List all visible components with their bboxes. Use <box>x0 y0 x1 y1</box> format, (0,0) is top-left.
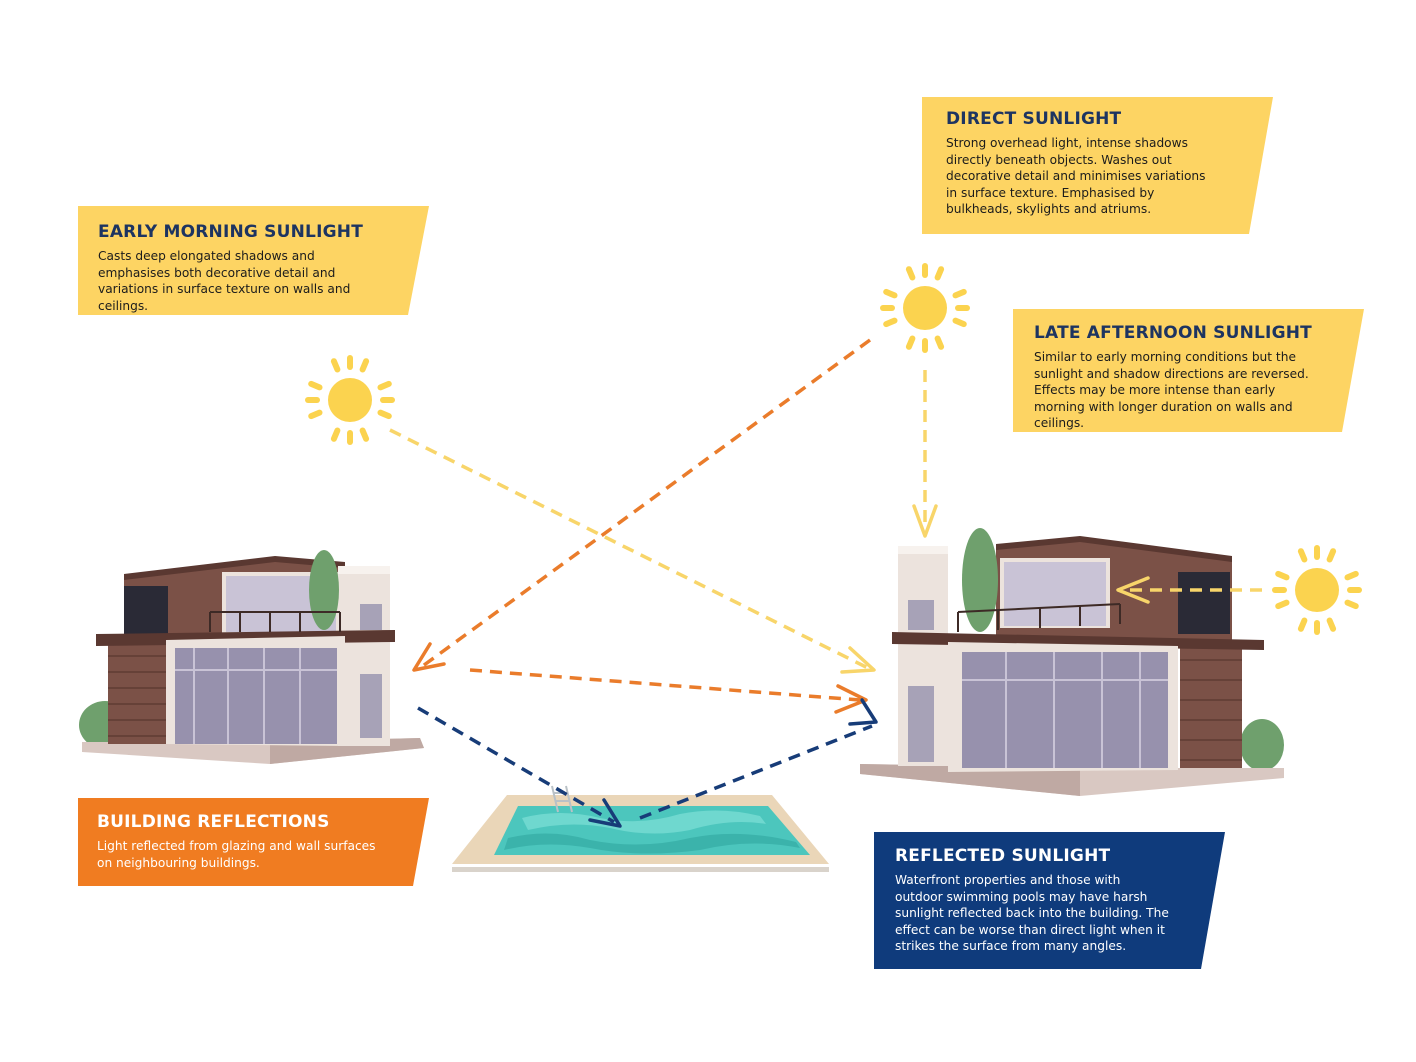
arrow-sun-to-left-building <box>418 338 872 670</box>
house-icon-right <box>860 528 1284 796</box>
panel-background <box>78 798 429 886</box>
panel-body: Waterfront properties and those with out… <box>895 873 1169 954</box>
panel-body: Similar to early morning conditions but … <box>1034 350 1309 431</box>
arrowhead-early-morning <box>840 646 876 674</box>
panel-early-morning: EARLY MORNING SUNLIGHT Casts deep elonga… <box>78 206 429 315</box>
arrow-early-morning-to-building <box>389 428 873 672</box>
panel-body: Light reflected from glazing and wall su… <box>97 839 376 870</box>
arrow-building-reflection <box>469 668 861 702</box>
arrowhead-direct <box>912 504 938 538</box>
arrowhead-late-afternoon <box>1116 576 1150 604</box>
arrowhead-building-reflection <box>834 684 868 714</box>
panel-reflected-sunlight: REFLECTED SUNLIGHT Waterfront properties… <box>874 832 1225 969</box>
panel-background <box>874 832 1225 969</box>
arrowhead-pool-reflection <box>848 698 878 726</box>
sun-icon-late-afternoon <box>1275 548 1359 632</box>
panel-title: LATE AFTERNOON SUNLIGHT <box>1034 323 1312 343</box>
panel-background <box>1013 309 1364 432</box>
sun-icon-direct <box>883 266 967 350</box>
panel-body: Strong overhead light, intense shadows d… <box>946 136 1206 217</box>
panel-title: EARLY MORNING SUNLIGHT <box>98 222 363 242</box>
sun-icon-early-morning <box>308 358 392 442</box>
panel-direct-sunlight: DIRECT SUNLIGHT Strong overhead light, i… <box>922 97 1273 234</box>
panel-background <box>922 97 1273 234</box>
arrowhead-sun-to-left <box>412 642 446 672</box>
panel-body: Casts deep elongated shadows and emphasi… <box>98 249 351 313</box>
arrowhead-to-pool <box>588 798 622 828</box>
panel-background <box>78 206 429 315</box>
panel-title: REFLECTED SUNLIGHT <box>895 846 1111 866</box>
house-icon-left <box>79 550 424 764</box>
panel-late-afternoon: LATE AFTERNOON SUNLIGHT Similar to early… <box>1013 309 1364 432</box>
panel-title: DIRECT SUNLIGHT <box>946 109 1122 129</box>
arrow-pool-reflection <box>639 724 873 820</box>
swimming-pool-icon <box>452 785 829 872</box>
panel-title: BUILDING REFLECTIONS <box>97 812 330 832</box>
panel-building-reflections: BUILDING REFLECTIONS Light reflected fro… <box>78 798 429 886</box>
arrow-to-pool <box>417 706 615 824</box>
